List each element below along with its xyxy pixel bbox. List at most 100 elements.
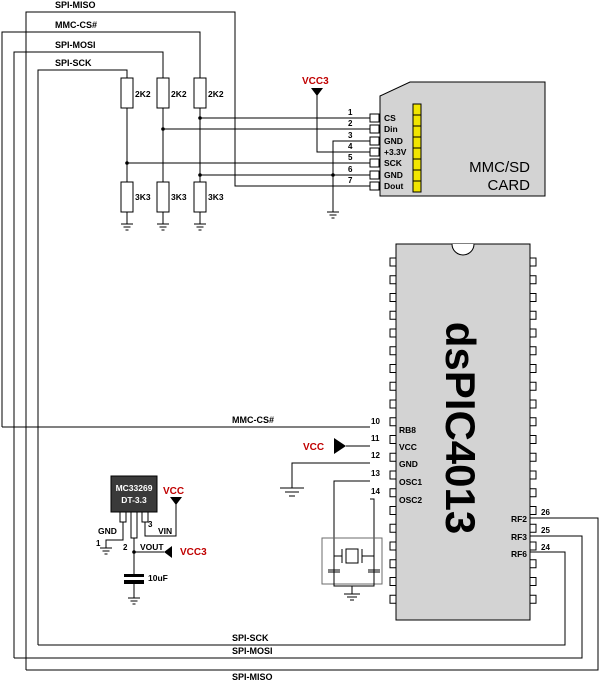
mcu-right-pin <box>529 435 537 444</box>
mcu-left-pin <box>389 381 397 391</box>
mcu-right-pin <box>529 346 537 356</box>
mcu-left-pin <box>389 310 397 320</box>
ground-icon <box>194 223 206 231</box>
mcu-left-pin <box>389 328 397 338</box>
mcu-name: dsPIC4013 <box>437 322 484 534</box>
mcu-right-pin <box>529 470 537 480</box>
mcu-left-pin <box>389 257 397 267</box>
mcu-right-pin <box>529 559 537 569</box>
mcu-pin-num: 10 <box>371 417 380 426</box>
card-pin-num: 7 <box>348 176 353 185</box>
wire-mmc-cs-top <box>1 31 201 427</box>
resistor-label-bottom-2: 3K3 <box>171 192 187 202</box>
card-pin-num: 6 <box>348 165 353 174</box>
vcc-arrow-icon <box>334 438 346 454</box>
mcu-left-pin <box>389 470 397 480</box>
mcu-pin-name: RB8 <box>399 425 416 435</box>
mcu-left-pin <box>389 506 397 515</box>
card-pin-name: +3.3V <box>384 147 407 157</box>
card-pin-name: SCK <box>384 158 403 168</box>
mcu-left-pin <box>389 577 397 586</box>
regulator-body <box>110 475 158 513</box>
card-pin-num: 4 <box>348 142 353 151</box>
card-pin-name: Dout <box>384 181 404 191</box>
mcu-right-pin <box>529 452 537 462</box>
mcu-left-pin <box>389 594 397 604</box>
mcu-pin-num: 14 <box>371 487 380 496</box>
regulator-pin-name: VIN <box>158 526 172 536</box>
vcc3-label-card: VCC3 <box>302 76 329 87</box>
resistor-label-top-3: 2K2 <box>208 89 224 99</box>
capacitor-plate <box>124 580 144 584</box>
regulator-pin-num: 2 <box>123 543 128 552</box>
card-pin-num: 1 <box>348 108 353 117</box>
mcu-dspic4013: dsPIC4013 RB8 VCC GND OSC1 OSC2 10 11 12… <box>371 243 550 621</box>
ground-icon <box>121 223 133 231</box>
vcc-arrow-icon <box>170 497 182 505</box>
mcu-right-pin <box>529 310 537 320</box>
card-pin-num: 5 <box>348 153 353 162</box>
ground-icon <box>128 597 140 605</box>
label-spi-sck-bottom: SPI-SCK <box>232 633 269 643</box>
mcu-left-pin <box>389 523 397 533</box>
mcu-left-pin <box>389 435 397 444</box>
resistor-2k2-3 <box>193 77 207 109</box>
capacitor-plate <box>124 574 144 577</box>
resistor-2k2-2 <box>156 77 170 109</box>
regulator-part-number: MC33269 <box>116 483 153 493</box>
wire-spi-mosi-bottom <box>14 535 583 659</box>
ground-icon <box>344 593 360 601</box>
vcc-input: VCC <box>303 438 370 454</box>
vcc-label-mcu: VCC <box>303 442 324 453</box>
capacitor-value: 10uF <box>148 573 168 583</box>
label-spi-miso-bottom: SPI-MISO <box>232 672 273 682</box>
card-pin-pads <box>369 113 380 191</box>
ground-icon <box>157 223 169 231</box>
crystal-oscillator <box>321 480 383 601</box>
ground-icon <box>280 487 304 497</box>
regulator-variant: DT-3.3 <box>121 495 147 505</box>
mcu-right-pin <box>529 275 537 285</box>
mcu-left-pin <box>389 541 397 551</box>
resistor-2k2-1 <box>120 77 134 109</box>
mcu-left-pin <box>389 417 397 427</box>
mcu-pin-name: GND <box>399 459 418 469</box>
wire-spi-miso-top <box>25 11 370 670</box>
mcu-ground <box>280 462 370 497</box>
label-spi-mosi-bottom: SPI-MOSI <box>232 646 273 656</box>
resistor-network: 2K2 2K2 2K2 3K3 3K3 3K3 <box>120 77 224 231</box>
label-spi-sck-top: SPI-SCK <box>55 58 92 68</box>
ground-icon <box>327 211 339 219</box>
mcu-left-pin <box>389 364 397 373</box>
regulator-pin-name: VOUT <box>140 542 164 552</box>
mcu-pin-name: OSC2 <box>399 495 422 505</box>
card-pin-name: CS <box>384 113 396 123</box>
mcu-pin-num: 13 <box>371 469 380 478</box>
mcu-left-pin <box>389 488 397 498</box>
signal-labels: SPI-MISO MMC-CS# SPI-MOSI SPI-SCK MMC-CS… <box>55 0 274 682</box>
label-mmc-cs-top: MMC-CS# <box>55 20 97 30</box>
mcu-right-pin <box>529 488 537 498</box>
mcu-left-pin <box>389 452 397 462</box>
card-pin-num: 3 <box>348 131 353 140</box>
card-pin-num: 2 <box>348 119 353 128</box>
mcu-right-pin <box>529 506 537 515</box>
mmc-sd-card: CS Din GND +3.3V SCK GND Dout MMC/SD CAR… <box>369 81 546 197</box>
mcu-left-pin <box>389 293 397 302</box>
mcu-pin-num: 26 <box>541 508 550 517</box>
card-pin-name: GND <box>384 170 403 180</box>
mcu-pin-num: 24 <box>541 543 550 552</box>
mcu-right-pin <box>529 328 537 338</box>
mcu-right-pin <box>529 399 537 409</box>
ground-icon <box>100 547 112 555</box>
mcu-right-pin <box>529 594 537 604</box>
wire-spi-miso-bottom <box>26 517 599 671</box>
card-title-line1: MMC/SD <box>469 159 530 176</box>
label-mmc-cs-mid: MMC-CS# <box>232 415 274 425</box>
bus-wires <box>1 11 599 671</box>
wire-spi-sck-top <box>37 69 128 645</box>
card-title-line2: CARD <box>487 177 530 194</box>
mcu-right-pin <box>529 257 537 267</box>
label-spi-mosi-top: SPI-MOSI <box>55 40 96 50</box>
mcu-right-pin <box>529 577 537 586</box>
